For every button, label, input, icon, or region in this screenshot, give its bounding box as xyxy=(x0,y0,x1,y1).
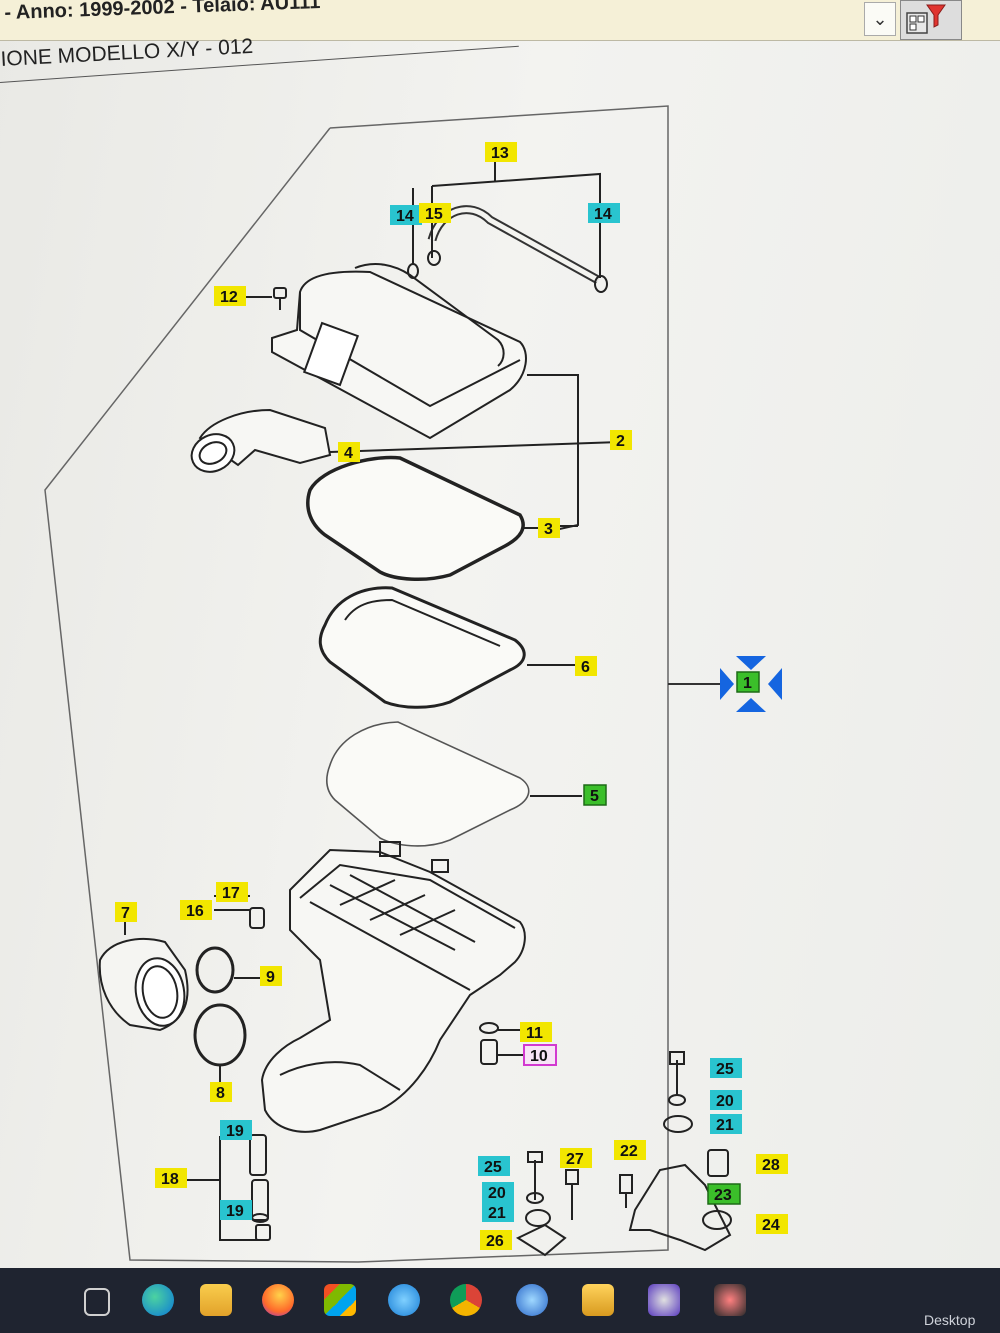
callout-28[interactable]: 28 xyxy=(756,1154,788,1174)
callout-number: 12 xyxy=(220,289,238,306)
callout-16[interactable]: 16 xyxy=(180,900,212,920)
callout-23[interactable]: 23 xyxy=(707,1183,741,1205)
task-view-icon[interactable] xyxy=(84,1288,110,1316)
callout-number: 10 xyxy=(530,1048,548,1065)
callout-18[interactable]: 18 xyxy=(155,1168,187,1188)
app-icon[interactable] xyxy=(516,1284,548,1316)
callout-1[interactable]: 1 xyxy=(736,671,760,693)
callout-27[interactable]: 27 xyxy=(560,1148,592,1168)
store-icon[interactable] xyxy=(324,1284,356,1316)
callout-number: 26 xyxy=(486,1233,504,1250)
callout-number: 15 xyxy=(425,206,443,223)
callout-15[interactable]: 15 xyxy=(419,203,451,223)
app-icon-3[interactable] xyxy=(714,1284,746,1316)
edge-icon[interactable] xyxy=(142,1284,174,1316)
callout-number: 1 xyxy=(743,675,752,692)
callout-number: 14 xyxy=(594,206,612,223)
callout-number: 18 xyxy=(161,1171,179,1188)
callout-11[interactable]: 11 xyxy=(520,1022,552,1042)
diagram-frame xyxy=(44,105,669,1263)
callout-12[interactable]: 12 xyxy=(214,286,246,306)
callout-14b[interactable]: 14 xyxy=(588,203,620,223)
file-explorer-icon[interactable] xyxy=(200,1284,232,1316)
callout-7[interactable]: 7 xyxy=(115,902,137,922)
callout-10[interactable]: 10 xyxy=(523,1044,557,1066)
callout-number: 5 xyxy=(590,788,599,805)
callout-number: 28 xyxy=(762,1157,780,1174)
callout-14a[interactable]: 14 xyxy=(390,205,422,225)
callout-number: 2 xyxy=(616,433,625,450)
callout-number: 3 xyxy=(544,521,553,538)
callout-number: 16 xyxy=(186,903,204,920)
callout-21b[interactable]: 21 xyxy=(482,1202,514,1222)
callout-number: 23 xyxy=(714,1187,732,1204)
callout-number: 27 xyxy=(566,1151,584,1168)
app-icon-2[interactable] xyxy=(648,1284,680,1316)
callout-number: 14 xyxy=(396,208,414,225)
callout-20b[interactable]: 20 xyxy=(482,1182,514,1202)
desktop-label[interactable]: Desktop xyxy=(924,1312,976,1328)
callout-number: 20 xyxy=(488,1185,506,1202)
callout-25b[interactable]: 25 xyxy=(478,1156,510,1176)
callout-5[interactable]: 5 xyxy=(583,784,607,806)
filter-button[interactable] xyxy=(900,0,962,40)
callout-number: 24 xyxy=(762,1217,780,1234)
callout-number: 13 xyxy=(491,145,509,162)
callout-26[interactable]: 26 xyxy=(480,1230,512,1250)
callout-8[interactable]: 8 xyxy=(210,1082,232,1102)
callout-number: 19 xyxy=(226,1123,244,1140)
callout-number: 19 xyxy=(226,1203,244,1220)
chevron-down-icon[interactable]: ⌄ xyxy=(864,2,896,36)
callout-17[interactable]: 17 xyxy=(216,882,248,902)
callout-number: 25 xyxy=(716,1061,734,1078)
callout-2[interactable]: 2 xyxy=(610,430,632,450)
callout-number: 7 xyxy=(121,905,130,922)
callout-number: 25 xyxy=(484,1159,502,1176)
callout-20a[interactable]: 20 xyxy=(710,1090,742,1110)
callout-number: 4 xyxy=(344,445,353,462)
callout-4[interactable]: 4 xyxy=(338,442,360,462)
chrome-icon[interactable] xyxy=(450,1284,482,1316)
callout-24[interactable]: 24 xyxy=(756,1214,788,1234)
callout-number: 21 xyxy=(716,1117,734,1134)
callout-3[interactable]: 3 xyxy=(538,518,560,538)
callout-6[interactable]: 6 xyxy=(575,656,597,676)
callout-19b[interactable]: 19 xyxy=(220,1200,252,1220)
callout-number: 17 xyxy=(222,885,240,902)
ie-icon[interactable] xyxy=(388,1284,420,1316)
callout-number: 9 xyxy=(266,969,275,986)
callout-19a[interactable]: 19 xyxy=(220,1120,252,1140)
callout-number: 11 xyxy=(526,1025,543,1042)
callout-13[interactable]: 13 xyxy=(485,142,517,162)
title-bar: - Anno: 1999-2002 - Telaio: AU111 ⌄ xyxy=(0,0,1000,41)
callout-9[interactable]: 9 xyxy=(260,966,282,986)
callout-number: 20 xyxy=(716,1093,734,1110)
callout-25a[interactable]: 25 xyxy=(710,1058,742,1078)
callout-number: 22 xyxy=(620,1143,638,1160)
callout-number: 21 xyxy=(488,1205,506,1222)
windows-taskbar xyxy=(0,1268,1000,1333)
callout-number: 8 xyxy=(216,1085,225,1102)
firefox-icon[interactable] xyxy=(262,1284,294,1316)
window-title: - Anno: 1999-2002 - Telaio: AU111 xyxy=(4,0,321,24)
callout-number: 6 xyxy=(581,659,590,676)
selection-crosshair-icon[interactable] xyxy=(720,656,782,712)
callout-21a[interactable]: 21 xyxy=(710,1114,742,1134)
callout-22[interactable]: 22 xyxy=(614,1140,646,1160)
folder-app-icon[interactable] xyxy=(582,1284,614,1316)
